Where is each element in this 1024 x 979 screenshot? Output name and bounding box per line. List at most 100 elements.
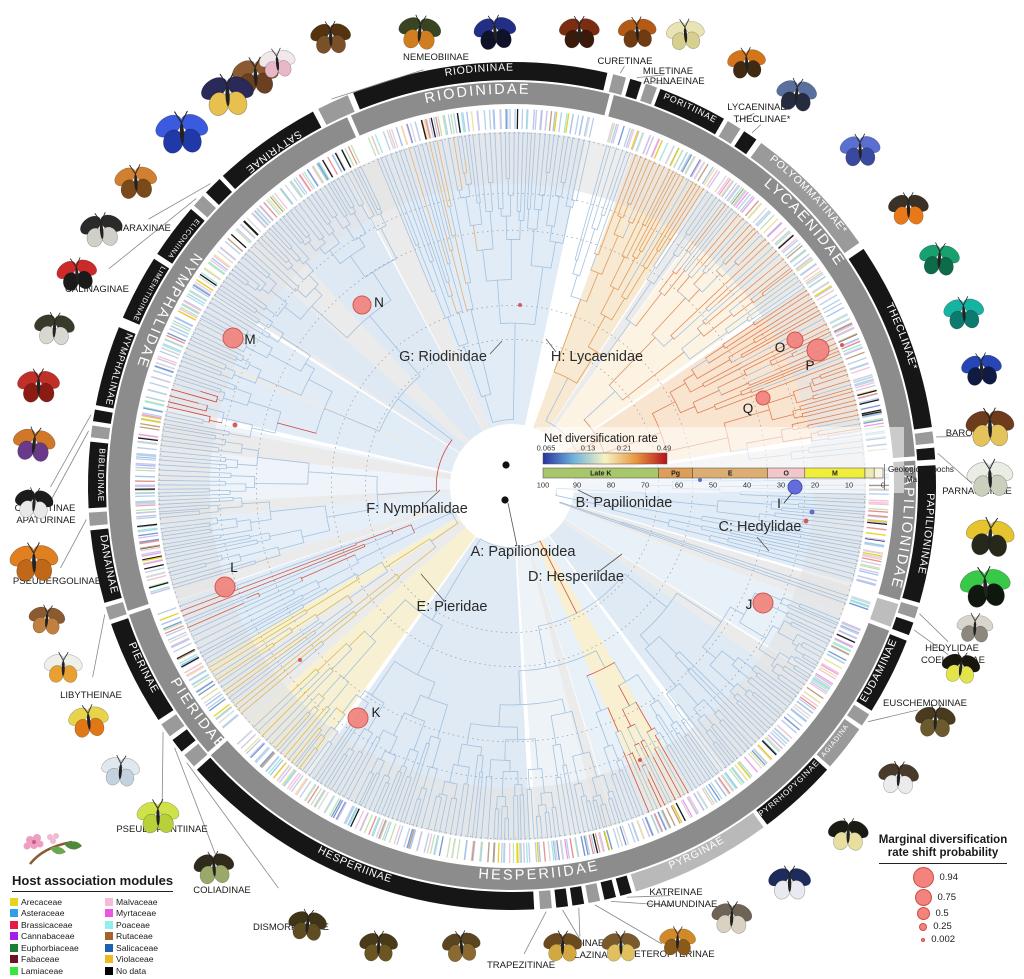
host-module-label: No data <box>116 965 147 976</box>
subfamily-ring-segment <box>654 88 724 135</box>
butterfly-image <box>442 930 481 962</box>
subfamily-outer-label: THECLINAE* <box>733 114 790 125</box>
shift-size-dot <box>916 906 930 920</box>
clade-label: H: Lycaenidae <box>551 349 643 365</box>
subfamily-ring-segment <box>90 425 111 440</box>
subfamily-ring-segment <box>897 601 919 619</box>
subfamily-outer-label: TRAPEZITINAE <box>487 960 555 971</box>
butterfly-image <box>659 926 696 956</box>
host-module-swatch <box>105 955 113 964</box>
subfamily-ring-segment <box>848 248 932 430</box>
subfamily-ring-segment <box>105 601 127 620</box>
subfamily-outer-label: HEDYLIDAE <box>925 643 979 654</box>
shift-legend-row: 0.5 <box>868 906 1018 920</box>
host-module-label: Fabaceae <box>21 954 60 965</box>
shift-legend-row: 0.002 <box>868 933 1018 946</box>
host-module-item: Fabaceae <box>10 954 105 966</box>
host-module-swatch <box>10 909 18 918</box>
butterfly-image <box>943 296 984 330</box>
butterfly-image <box>617 16 657 48</box>
clade-label: E: Pieridae <box>417 599 488 615</box>
butterfly-image <box>258 47 296 78</box>
minor-shift-dot <box>809 509 815 515</box>
host-module-swatch <box>105 966 113 975</box>
subfamily-ring-segment <box>122 258 170 325</box>
butterfly-image <box>359 930 398 962</box>
host-module-label: Euphorbiaceae <box>21 942 79 953</box>
minor-shift-dot <box>840 343 844 347</box>
host-module-label: Violaceae <box>116 954 154 965</box>
shift-marker-label: J <box>746 597 753 612</box>
host-module-label: Lamiaceae <box>21 965 64 976</box>
host-module-item: Asteraceae <box>10 908 105 920</box>
butterfly-image <box>80 212 123 248</box>
host-module-label: Salicaceae <box>116 942 159 953</box>
subfamily-ring-segment <box>625 78 642 100</box>
shift-size-dot <box>920 937 926 943</box>
host-module-swatch <box>10 955 18 964</box>
butterfly-image <box>28 604 66 635</box>
butterfly-image <box>155 110 209 154</box>
butterfly-image <box>68 704 109 738</box>
butterfly-image <box>727 47 766 79</box>
subfamily-ring-segment <box>734 131 757 155</box>
epoch-label: M <box>832 471 838 478</box>
butterfly-image <box>827 817 869 851</box>
butterfly-image <box>288 908 327 941</box>
subfamily-ring-segment <box>847 704 870 726</box>
butterfly-image <box>56 257 97 291</box>
subfamily-ring-segment <box>88 511 108 526</box>
shift-marker-I <box>787 479 803 495</box>
subfamily-outer-label: DISMORPHIINAE <box>253 922 329 933</box>
host-module-label: Arecaceae <box>21 896 63 907</box>
host-module-item: Rutaceae <box>105 931 200 943</box>
butterfly-image <box>473 14 517 50</box>
butterfly-image <box>919 242 960 276</box>
butterfly-image <box>201 73 254 116</box>
rate-tick-label: 0.49 <box>657 444 672 453</box>
shift-marker-label: L <box>230 560 238 575</box>
shift-marker-label: O <box>775 340 786 355</box>
host-module-item: Salicaceae <box>105 942 200 954</box>
subfamily-outer-label: MILETINAE <box>643 66 693 77</box>
subfamily-ring-segment <box>916 447 936 461</box>
time-axis-tick: 30 <box>777 481 785 490</box>
rate-gradient-bar <box>542 452 668 465</box>
subfamily-ring-segment <box>87 441 109 509</box>
subfamily-ring-segment <box>608 74 627 95</box>
host-module-item: Lamiaceae <box>10 965 105 977</box>
time-axis-tick: 70 <box>641 481 649 490</box>
subfamily-ring-segment <box>205 178 233 205</box>
epoch-segment <box>864 467 875 479</box>
host-module-swatch <box>105 920 113 929</box>
subfamily-ring-segment <box>90 528 122 603</box>
butterfly-image <box>398 14 442 50</box>
subfamily-ring-segment <box>193 195 217 218</box>
butterfly-image <box>193 850 235 885</box>
epoch-segment <box>873 467 884 479</box>
host-module-item: Brassicaceae <box>10 919 105 931</box>
shift-marker-O <box>786 331 804 349</box>
butterfly-image <box>136 798 180 834</box>
subfamily-ring-segment <box>902 465 936 603</box>
family-ring-segment <box>129 607 225 753</box>
subfamily-outer-label: LYCAENINAE <box>727 102 786 113</box>
minor-shift-dot <box>232 422 238 428</box>
butterfly-image <box>961 352 1002 386</box>
butterfly-image <box>310 20 351 54</box>
subfamily-ring-segment <box>914 431 934 445</box>
minor-shift-dot <box>298 658 302 662</box>
shift-size-label: 0.25 <box>933 921 952 933</box>
clade-label: B: Papilionidae <box>576 495 673 511</box>
family-ring-segment <box>210 622 890 891</box>
host-module-label: Cannabaceae <box>21 931 75 942</box>
host-module-swatch <box>105 932 113 941</box>
time-axis-tick: 90 <box>573 481 581 490</box>
shift-marker-N <box>352 295 372 315</box>
